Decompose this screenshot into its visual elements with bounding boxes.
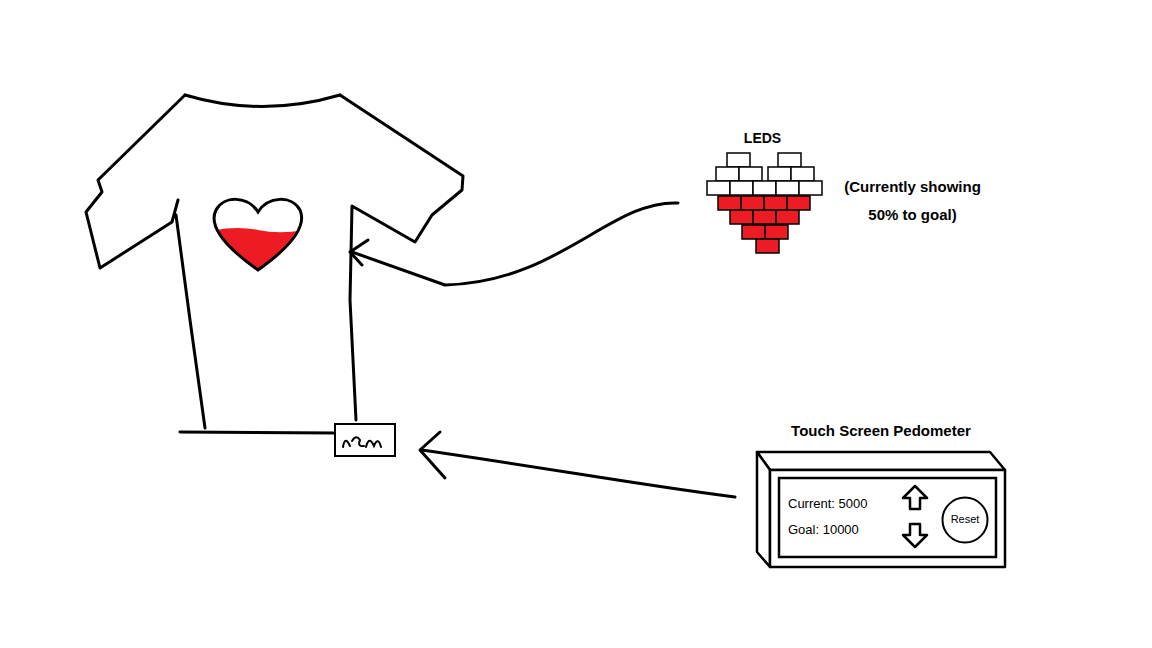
reset-text: Reset (941, 513, 989, 526)
led-title: LEDS (700, 130, 825, 147)
box-front-face (770, 470, 1005, 567)
led-pixel (765, 225, 788, 239)
box-top-face (757, 452, 1005, 470)
led-pixel (768, 167, 791, 181)
current-steps: Current: 5000 (788, 496, 900, 512)
note-text: (Currently showing 50% to goal) (835, 173, 990, 229)
led-pixel (799, 181, 822, 195)
led-pixel (730, 210, 753, 224)
leader-arrow (422, 450, 735, 497)
shirt-left-side (86, 95, 205, 428)
pedometer-box: Touch Screen PedometerCurrent: 5000Goal:… (750, 420, 1012, 572)
screen-border (779, 478, 996, 557)
led-pixel (742, 225, 765, 239)
reset-button: Reset (941, 496, 989, 544)
led-pixel (753, 181, 776, 195)
led-pixel (756, 239, 779, 253)
shirt-heart (214, 199, 302, 270)
led-pixel (718, 196, 741, 210)
led-pixel (787, 196, 810, 210)
led-pixel (716, 167, 739, 181)
shirt-neckline (185, 95, 340, 107)
led-pixel (730, 181, 753, 195)
led-pixel (764, 196, 787, 210)
arrow-head (420, 432, 445, 478)
led-heart: LEDS (700, 126, 825, 258)
led-pixel (741, 196, 764, 210)
led-pixel (776, 181, 799, 195)
led-pixel (727, 153, 750, 167)
pedometer-scribble (343, 437, 381, 447)
arrow-head (350, 240, 368, 265)
led-pixel (739, 167, 762, 181)
goal-steps: Goal: 10000 (788, 522, 900, 538)
down-arrow-button (903, 524, 927, 547)
up-arrow-button (903, 486, 927, 509)
led-pixel (778, 153, 801, 167)
shirt-hem (180, 432, 335, 433)
touch-screen: Current: 5000Goal: 10000 Reset (778, 477, 997, 558)
led-pixel (776, 210, 799, 224)
led-pixel (707, 181, 730, 195)
shirt-right-side (340, 95, 463, 420)
pedometer-clip (335, 424, 395, 456)
led-pixel (791, 167, 814, 181)
leader-arrow (352, 203, 678, 285)
pedometer-title: Touch Screen Pedometer (750, 422, 1012, 440)
box-side-face (757, 452, 770, 567)
led-pixel (753, 210, 776, 224)
